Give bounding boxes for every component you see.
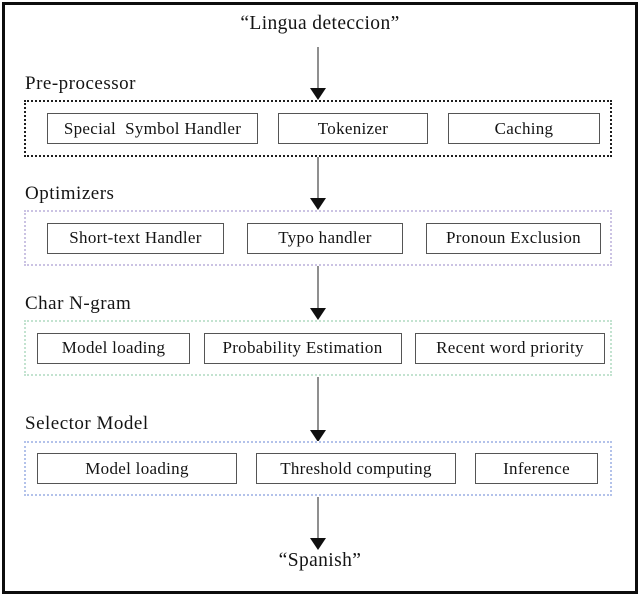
arrow-head-icon [310,308,326,320]
component-box-typo-handler: Typo handler [247,222,403,254]
arrow-head-icon [310,88,326,100]
arrow-line [317,47,319,88]
arrow-head-icon [310,430,326,442]
section-box-optimizers: Short-text Handler Typo handler Pronoun … [24,210,612,266]
section-box-selector-model: Model loading Threshold computing Infere… [24,441,612,496]
flow-arrow-5 [309,497,327,550]
arrow-line [317,497,319,538]
component-box-pronoun-exclusion: Pronoun Exclusion [426,222,601,254]
component-box-recent-word-priority: Recent word priority [415,332,605,364]
input-text-label: “Lingua deteccion” [240,13,400,34]
section-label-selector-model: Selector Model [25,413,149,434]
component-box-model-loading: Model loading [37,332,190,364]
section-box-pre-processor: Special Symbol Handler Tokenizer Caching [24,100,612,157]
component-box-tokenizer: Tokenizer [278,113,428,144]
component-box-model-loading-selector: Model loading [37,453,237,484]
flow-arrow-1 [309,47,327,100]
arrow-head-icon [310,538,326,550]
flow-arrow-3 [309,266,327,320]
section-label-optimizers: Optimizers [25,183,115,204]
component-box-threshold-computing: Threshold computing [256,453,456,484]
section-label-char-n-gram: Char N-gram [25,293,132,314]
section-label-pre-processor: Pre-processor [25,73,136,94]
component-box-special-symbol-handler: Special Symbol Handler [47,113,258,144]
arrow-line [317,157,319,198]
flow-arrow-4 [309,377,327,442]
component-box-short-text-handler: Short-text Handler [47,222,224,254]
arrow-line [317,266,319,308]
section-box-char-n-gram: Model loading Probability Estimation Rec… [24,320,612,376]
flow-arrow-2 [309,157,327,210]
output-text-label: “Spanish” [278,550,362,571]
component-box-probability-estimation: Probability Estimation [203,332,402,364]
component-box-inference: Inference [475,453,598,484]
arrow-line [317,377,319,430]
component-box-caching: Caching [448,113,600,144]
arrow-head-icon [310,198,326,210]
